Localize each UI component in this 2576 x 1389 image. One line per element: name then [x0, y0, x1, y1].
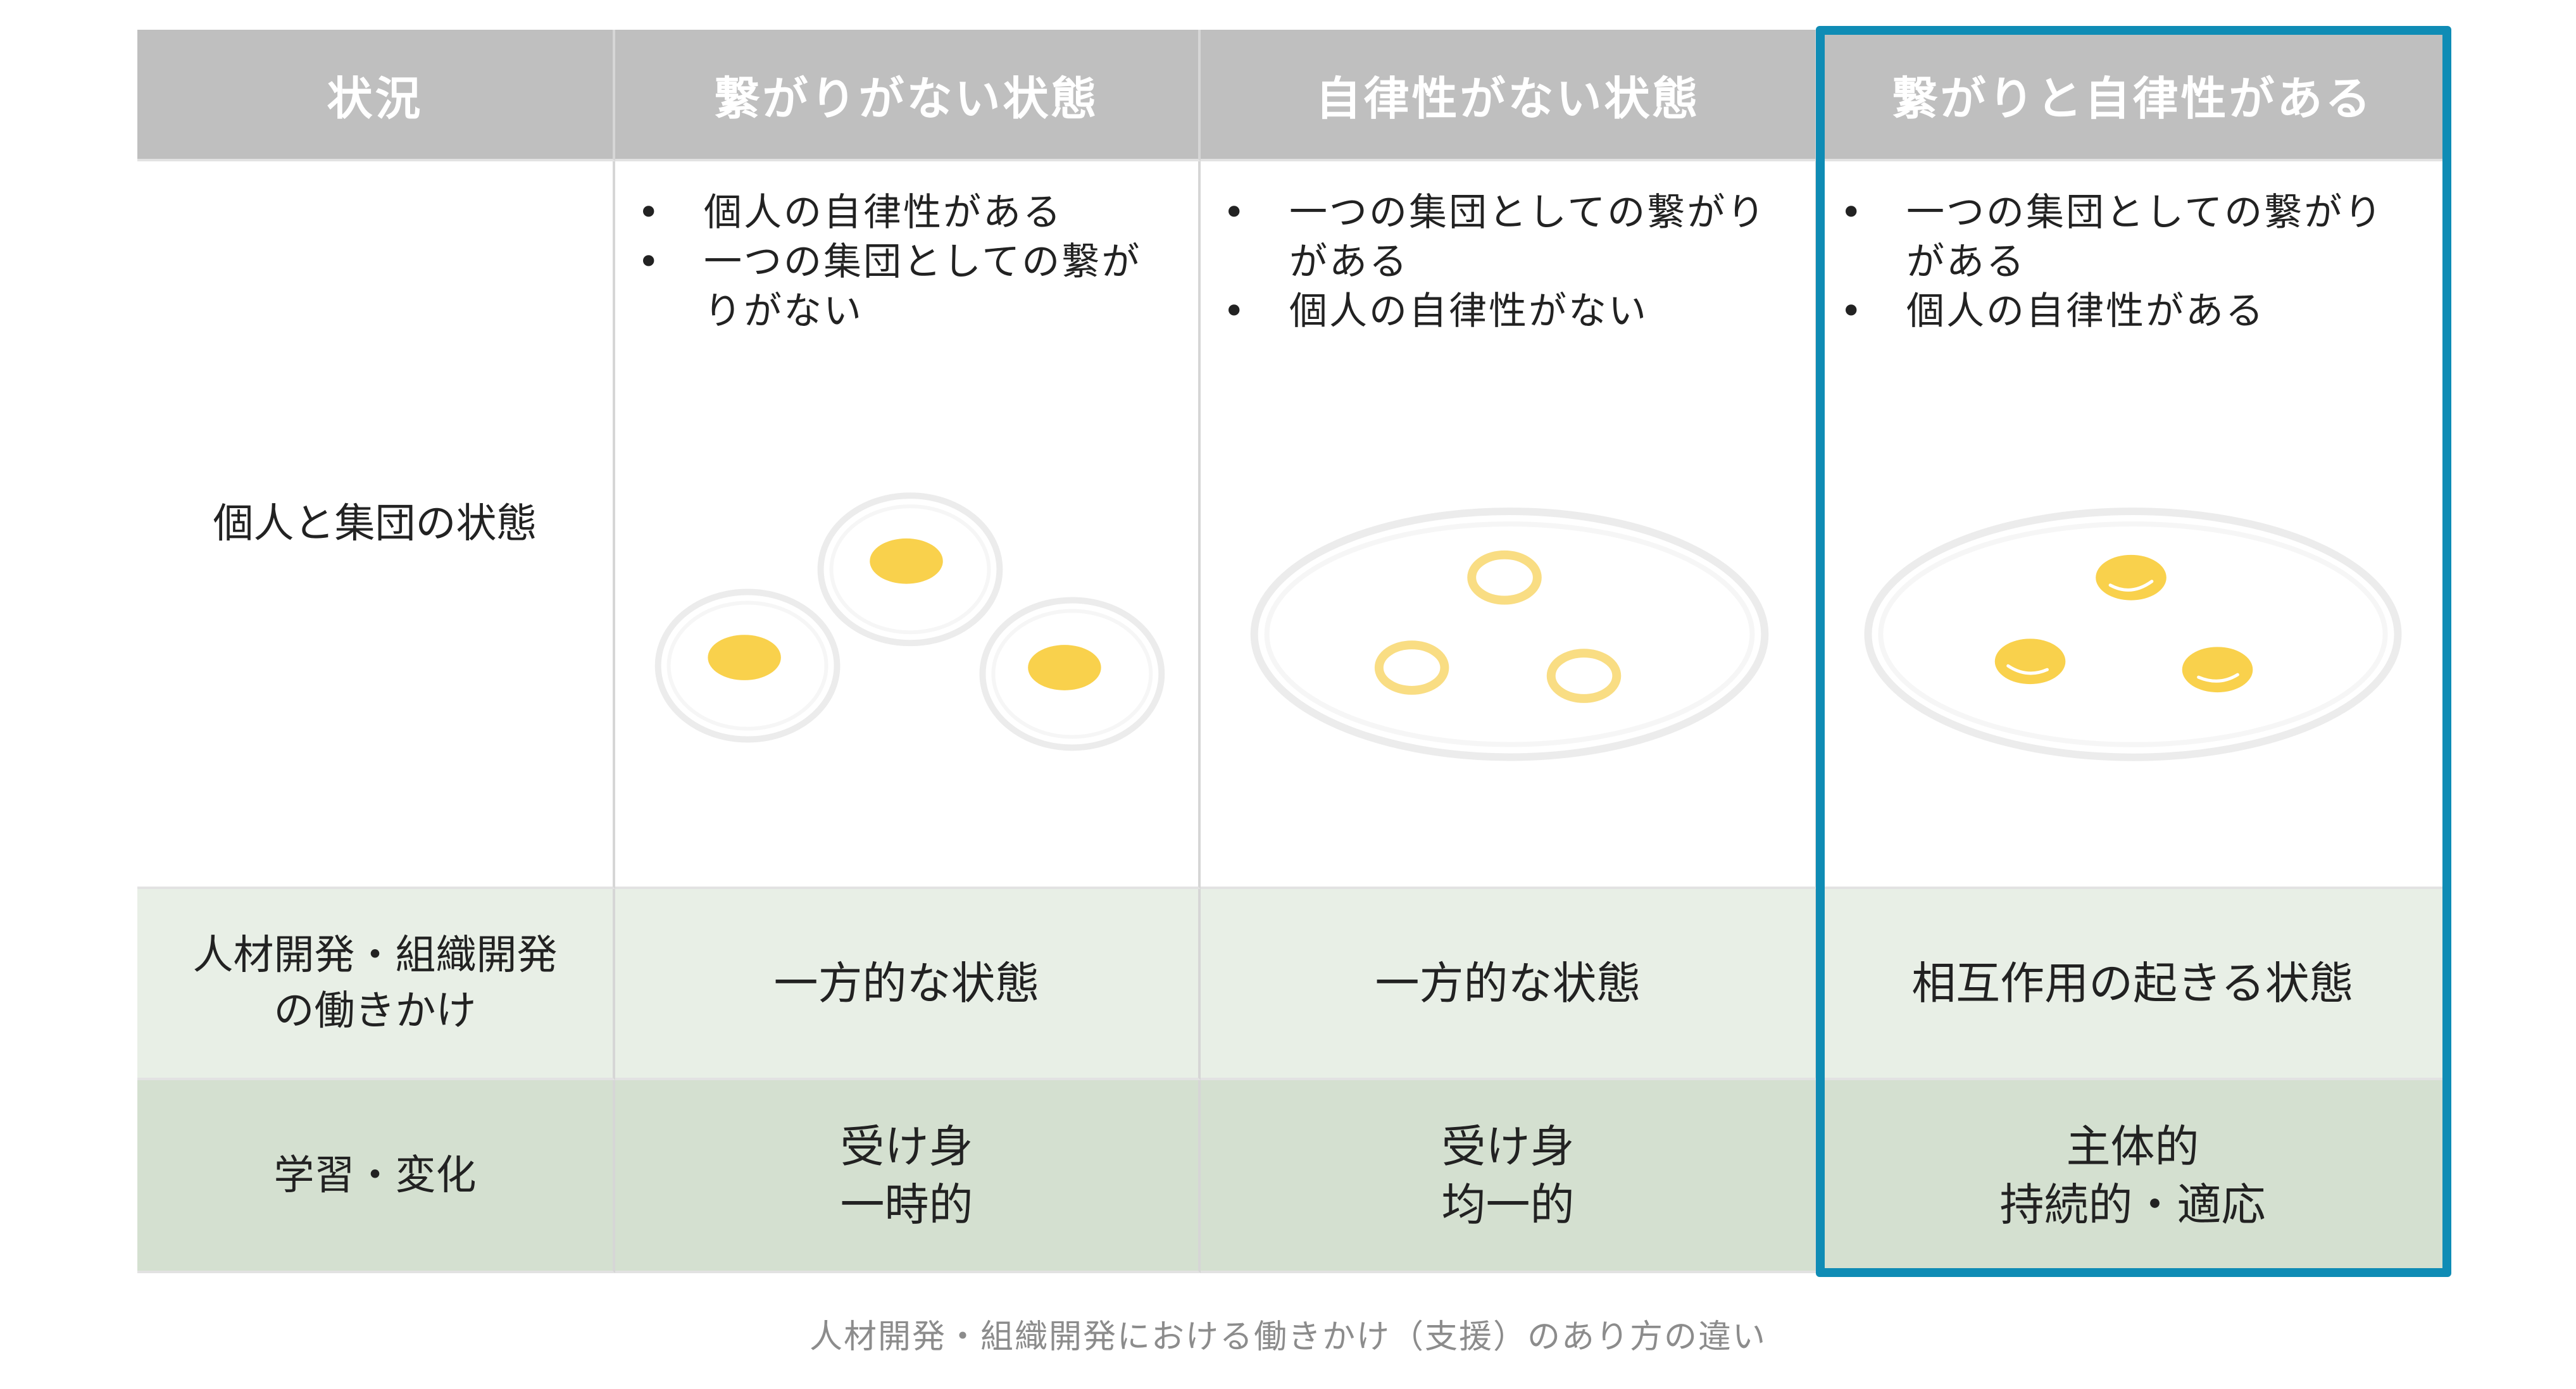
header-no-autonomy: 自律性がない状態 [1201, 30, 1818, 161]
learning-line: 受け身 [1441, 1120, 1575, 1173]
egg-white [1864, 508, 2402, 761]
egg-yolk [1994, 638, 2066, 685]
header-connection-and-autonomy: 繋がりと自律性がある [1818, 30, 2448, 161]
row-label-action: 人材開発・組織開発 の働きかけ [137, 889, 615, 1080]
learning-no-connection-lines: 受け身 一時的 [841, 1118, 973, 1234]
connected-eggs-illustration [1864, 508, 2402, 761]
row-label-action-line1: 人材開発・組織開発 [192, 932, 558, 979]
learning-line: 持続的・適応 [1999, 1178, 2266, 1231]
learning-line: 一時的 [840, 1178, 973, 1231]
list-item: 一つの集団としての繋がりがない [637, 237, 1173, 336]
state-no-autonomy-cell: 一つの集団としての繋がりがある 個人の自律性がない [1201, 161, 1818, 889]
header-no-connection: 繋がりがない状態 [615, 30, 1201, 161]
figure-caption: 人材開発・組織開発における働きかけ（支援）のあり方の違い [809, 1318, 1766, 1356]
learning-line: 主体的 [2066, 1120, 2199, 1173]
learning-no-autonomy: 受け身 均一的 [1201, 1080, 1818, 1273]
state-connection-and-autonomy-cell: 一つの集団としての繋がりがある 個人の自律性がある [1818, 161, 2448, 889]
egg-yolk [2096, 554, 2166, 601]
list-item: 個人の自律性がある [637, 188, 1173, 237]
learning-no-autonomy-lines: 受け身 均一的 [1442, 1118, 1575, 1234]
state-no-autonomy-list: 一つの集団としての繋がりがある 個人の自律性がない [1223, 188, 1790, 336]
egg-yolk [2182, 647, 2253, 693]
list-item: 一つの集団としての繋がりがある [1223, 188, 1790, 287]
egg-yolk [870, 538, 943, 584]
pale-yolk [1546, 649, 1622, 703]
action-no-autonomy: 一方的な状態 [1201, 889, 1818, 1080]
egg-yolk [1028, 645, 1101, 690]
egg-white [1250, 508, 1769, 761]
row-label-action-line2: の働きかけ [273, 988, 477, 1035]
state-connection-and-autonomy-list: 一つの集団としての繋がりがある 個人の自律性がある [1840, 188, 2422, 336]
action-connection-and-autonomy: 相互作用の起きる状態 [1818, 889, 2448, 1080]
learning-line: 均一的 [1441, 1178, 1575, 1231]
state-no-connection-cell: 個人の自律性がある 一つの集団としての繋がりがない [615, 161, 1201, 889]
list-item: 一つの集団としての繋がりがある [1840, 188, 2422, 287]
egg-yolk [708, 635, 781, 680]
row-label-state: 個人と集団の状態 [137, 161, 615, 889]
learning-no-connection: 受け身 一時的 [615, 1080, 1201, 1273]
row-label-learning: 学習・変化 [137, 1080, 615, 1273]
table-grid: 状況 繋がりがない状態 自律性がない状態 繋がりと自律性がある 個人と集団の状態… [137, 30, 2448, 1273]
separate-eggs-illustration [654, 492, 1165, 751]
list-item: 個人の自律性がない [1223, 287, 1790, 336]
action-no-connection: 一方的な状態 [615, 889, 1201, 1080]
comparison-table: 状況 繋がりがない状態 自律性がない状態 繋がりと自律性がある 個人と集団の状態… [137, 26, 2451, 1277]
pale-yolk [1467, 550, 1542, 605]
pale-yolk [1374, 640, 1449, 695]
state-no-connection-list: 個人の自律性がある 一つの集団としての繋がりがない [637, 188, 1173, 336]
uniform-eggs-illustration [1250, 508, 1769, 761]
list-item: 個人の自律性がある [1840, 287, 2422, 336]
header-situation: 状況 [137, 30, 615, 161]
learning-connection-and-autonomy-lines: 主体的 持続的・適応 [2000, 1118, 2266, 1234]
learning-line: 受け身 [840, 1120, 973, 1173]
row-label-action-lines: 人材開発・組織開発 の働きかけ [193, 928, 558, 1039]
learning-connection-and-autonomy: 主体的 持続的・適応 [1818, 1080, 2448, 1273]
